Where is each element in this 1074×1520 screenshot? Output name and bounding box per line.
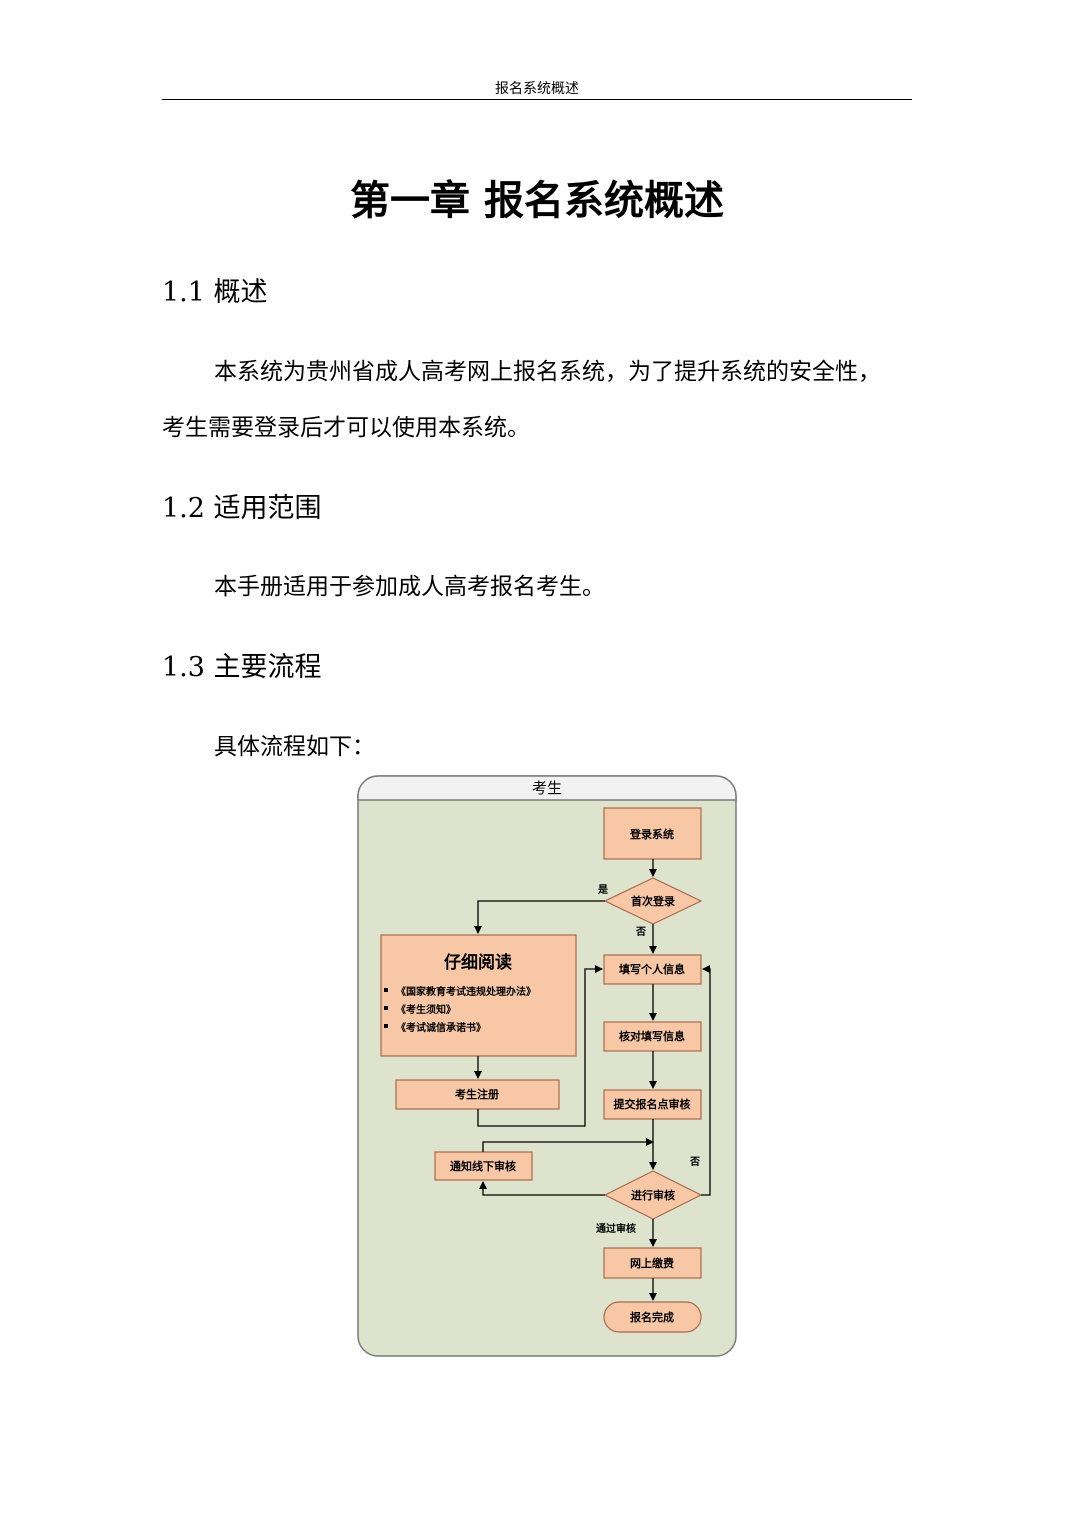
node-check-info-label: 核对填写信息: [619, 1029, 685, 1043]
node-submit-label: 提交报名点审核: [614, 1097, 691, 1111]
node-done: [603, 1301, 702, 1333]
edge-label-pass: 通过审核: [596, 1222, 636, 1235]
section-1-1-line-2: 考生需要登录后才可以使用本系统。: [162, 415, 530, 441]
read-item-1: 《国家教育考试违规处理办法》: [396, 985, 536, 998]
node-offline-notice: [434, 1151, 533, 1181]
edge-label-no-first: 否: [635, 926, 646, 938]
section-heading-1-3: 1.3 主要流程: [162, 652, 322, 683]
read-item-bullet: [384, 1024, 388, 1028]
read-item-bullet: [384, 988, 388, 992]
node-offline-notice-label: 通知线下审核: [450, 1159, 516, 1173]
node-register: [395, 1079, 560, 1110]
read-item-2: 《考生须知》: [396, 1003, 456, 1016]
node-register-label: 考生注册: [455, 1087, 499, 1101]
node-submit: [603, 1089, 702, 1120]
section-1-2-paragraph: 本手册适用于参加成人高考报名考生。: [214, 574, 605, 600]
flowchart-figure: 考生 登录系统 首次登录 填写个人信息 核对填写信息 提交报名点审核 考生注册 …: [356, 774, 738, 1362]
node-first-login-label: 首次登录: [631, 894, 675, 908]
header-rule: [162, 99, 912, 100]
node-done-label: 报名完成: [630, 1310, 674, 1324]
read-item-bullet: [384, 1006, 388, 1010]
node-review-label: 进行审核: [631, 1188, 675, 1202]
node-pay: [603, 1247, 702, 1279]
edge-label-no-review: 否: [689, 1156, 700, 1168]
node-pay-label: 网上缴费: [630, 1256, 674, 1270]
read-title: 仔细阅读: [444, 952, 512, 973]
section-1-1-line-1: 本系统为贵州省成人高考网上报名系统，为了提升系统的安全性，: [214, 359, 881, 385]
node-fill-info: [603, 954, 702, 985]
read-item-3: 《考试诚信承诺书》: [396, 1021, 486, 1034]
edge-label-yes: 是: [597, 884, 608, 896]
node-login-label: 登录系统: [629, 827, 674, 841]
node-login: [603, 807, 702, 860]
section-1-3-paragraph: 具体流程如下：: [214, 734, 375, 760]
node-fill-info-label: 填写个人信息: [619, 962, 685, 976]
chapter-title: 第一章 报名系统概述: [350, 177, 724, 224]
lane-title: 考生: [532, 779, 562, 797]
running-header: 报名系统概述: [495, 81, 579, 97]
node-check-info: [603, 1021, 702, 1052]
swimlane-header: [357, 775, 737, 801]
node-read: [380, 934, 577, 1057]
section-heading-1-2: 1.2 适用范围: [162, 493, 322, 524]
section-heading-1-1: 1.1 概述: [162, 277, 268, 308]
